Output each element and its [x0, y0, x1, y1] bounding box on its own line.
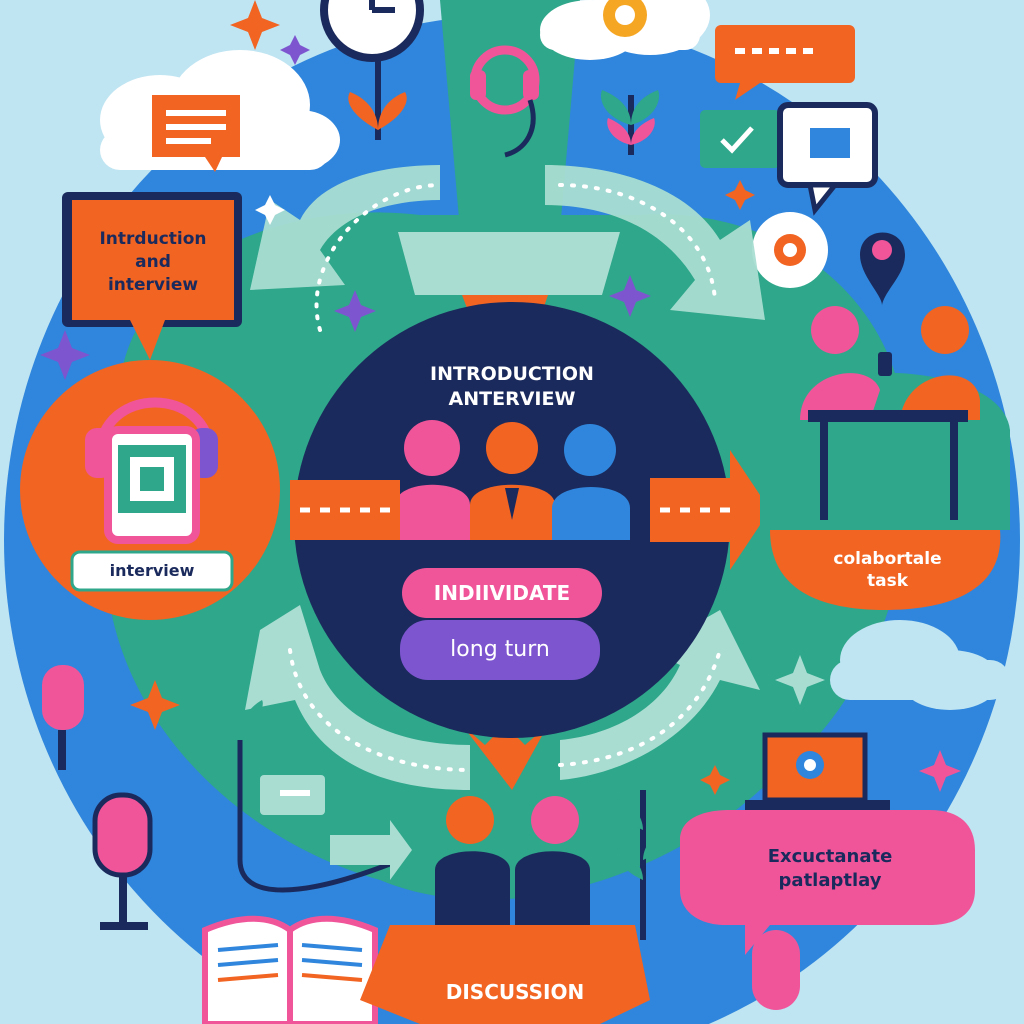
people-group-icon [395, 420, 630, 540]
center-title-line: introduction [430, 363, 594, 385]
book-icon [202, 915, 378, 1024]
flow-arrow-lower [245, 605, 760, 790]
intro-sign-line: Intrduction [99, 229, 207, 249]
intro-sign [62, 192, 242, 360]
plant-icon [617, 790, 669, 940]
collab-line: colabortale [833, 549, 942, 569]
orange-notch-icon [462, 725, 548, 790]
sparkle-icon [775, 655, 825, 705]
sparkle-icon [130, 0, 755, 795]
evaluate-label: Excuctanate patlaptlay [690, 845, 970, 893]
monitor-bubble-icon [777, 102, 878, 216]
interview-label-bg [70, 550, 234, 592]
microphone-icon [752, 930, 800, 1010]
center-title-line: anterview [448, 388, 576, 410]
collaboration-scene [760, 306, 1010, 530]
discussion-base [360, 925, 650, 1024]
discussion-label: Discussion [445, 980, 585, 1004]
long-turn-label: long turn [450, 637, 550, 662]
plant-icon [600, 90, 660, 155]
arrow-right-icon [650, 450, 770, 570]
chat-bubble-icon [715, 25, 855, 100]
clock-icon [320, 0, 424, 62]
sparkle-icon [255, 195, 285, 225]
sun-badge-icon [752, 212, 828, 288]
collab-label: colabortale task [780, 548, 995, 592]
dotted-flow-lines [288, 183, 722, 772]
headphones-icon [85, 397, 218, 544]
location-gear-icon [860, 232, 905, 305]
intro-sign-line: interview [107, 275, 199, 295]
collab-line: task [866, 571, 909, 591]
evaluate-line: patlaptlay [778, 870, 882, 891]
chat-bubble-icon [260, 775, 325, 815]
headset-icon [470, 45, 540, 230]
sparkle-icon [919, 750, 961, 792]
arrow-right-icon [290, 480, 400, 540]
microphone-icon [42, 665, 84, 770]
chat-bubble-icon [152, 95, 240, 172]
collab-circle [770, 530, 1001, 610]
cloud-icon [830, 620, 1010, 710]
evaluate-line: Excuctanate [767, 846, 893, 867]
center-title: introduction anterview [392, 362, 632, 412]
plant-icon [217, 700, 401, 893]
interview-label: interview [109, 561, 195, 580]
microphone-icon [92, 792, 153, 930]
evaluate-bubble [680, 810, 975, 955]
gear-icon [603, 0, 647, 37]
long-turn-pill-bg [400, 620, 600, 680]
intro-sign-line: and [135, 252, 171, 272]
individate-label: indiividate [433, 581, 571, 605]
plant-icon [348, 60, 407, 140]
check-bubble-icon [700, 110, 780, 168]
individate-pill-bg [402, 568, 602, 618]
sparkle-icon [40, 35, 651, 380]
intro-sign-label: Intrduction and interview [72, 228, 234, 297]
laptop-icon [745, 732, 890, 810]
arrow-right-icon [330, 820, 412, 880]
